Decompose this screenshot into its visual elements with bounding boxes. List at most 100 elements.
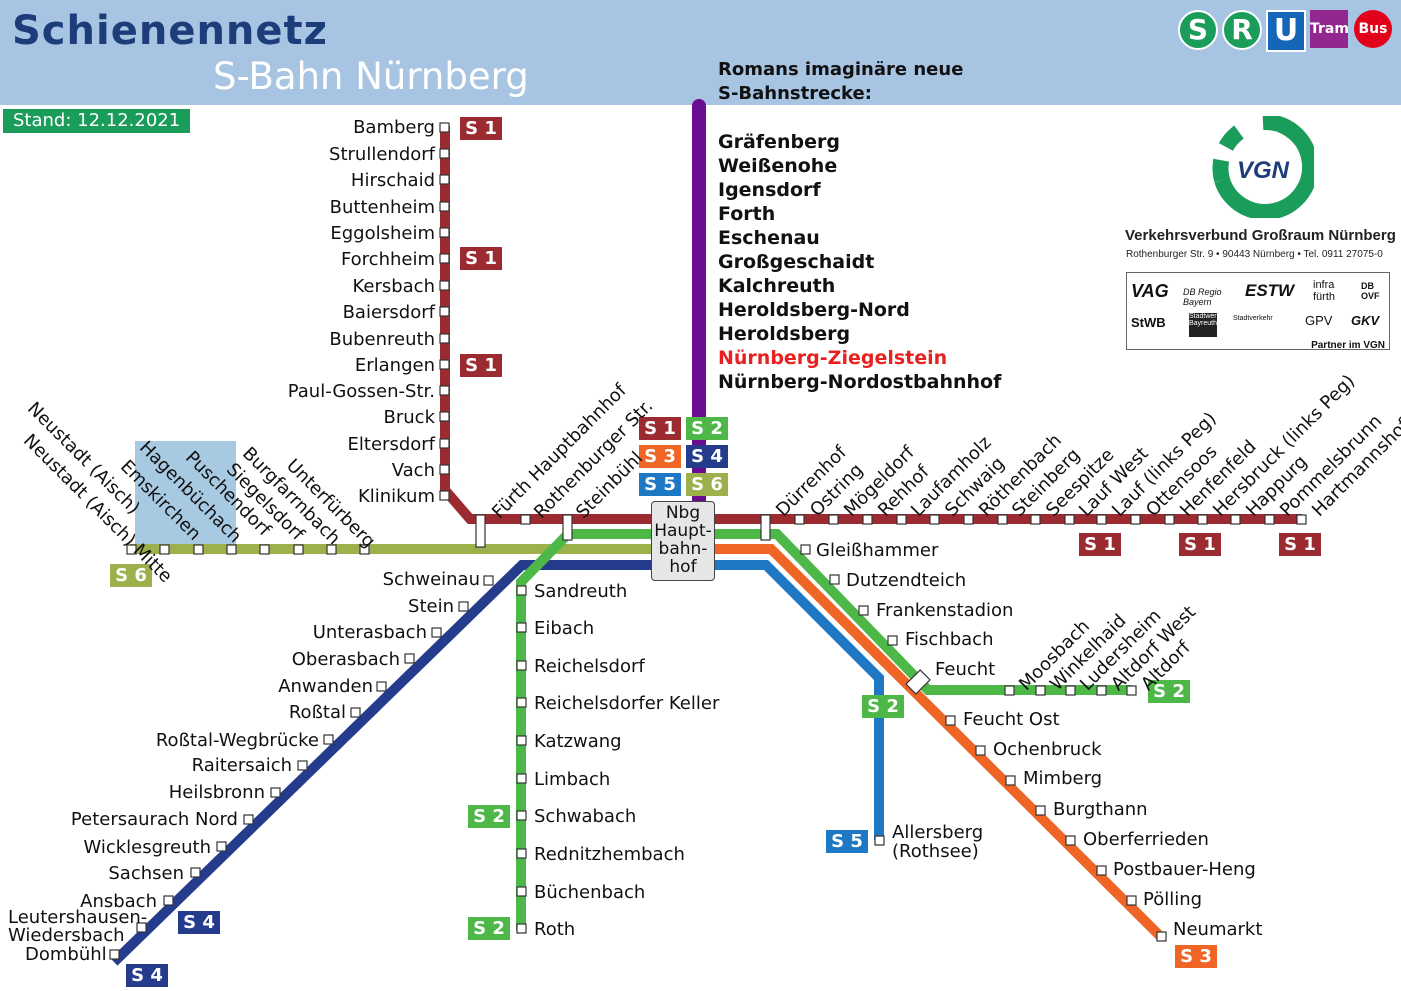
partner-stadtverkehr: Stadtverkehr [1233, 315, 1273, 322]
station-label: Roßtal [288, 702, 346, 723]
station-label: Büchenbach [534, 882, 646, 903]
page-subtitle: S-Bahn Nürnberg [213, 55, 529, 98]
vgn-name: Verkehrsverbund Großraum Nürnberg [1125, 227, 1396, 244]
proposal-station-highlight: Nürnberg-Ziegelstein [718, 347, 948, 369]
station-label: Schwabach [534, 806, 637, 827]
proposal-station: Gräfenberg [718, 131, 840, 153]
badge-s5: S 5 [826, 830, 868, 853]
station-label: Stein [408, 596, 454, 617]
station-label: Dutzendteich [846, 570, 967, 591]
hub-line2: Haupt- [654, 521, 712, 541]
station-label: Oberferrieden [1083, 829, 1209, 850]
station-label: Eibach [534, 618, 595, 639]
station-label: Paul-Gossen-Str. [287, 381, 435, 402]
badge-s3: S 3 [639, 445, 681, 468]
proposal-station: Igensdorf [718, 179, 821, 201]
station-label: Limbach [534, 769, 611, 790]
station-label: Postbauer-Heng [1113, 859, 1256, 880]
station-label: (Rothsee) [892, 841, 979, 862]
station-markers [109, 122, 1307, 960]
station-label: Bruck [383, 407, 435, 428]
station-label: Eltersdorf [347, 434, 435, 455]
badge-s1: S 1 [639, 417, 681, 440]
station-label: Raitersaich [191, 755, 292, 776]
station-label: Buttenheim [329, 197, 435, 218]
station-label: Wiedersbach [8, 925, 125, 946]
station-label: Sandreuth [534, 581, 628, 602]
station-label: Feucht Ost [963, 709, 1060, 730]
station-label: Bamberg [353, 117, 435, 138]
partner-stadtwerke: Stadtwerke Bayreuth [1189, 313, 1217, 337]
station-label: Forchheim [340, 249, 435, 270]
proposal-block: Romans imaginäre neue S-Bahnstrecke: Grä… [718, 58, 1001, 394]
partner-stwb: StWB [1131, 315, 1166, 330]
badge-s3: S 3 [1175, 945, 1217, 968]
line-s2-east [715, 529, 1132, 695]
proposal-station: Weißenohe [718, 155, 838, 177]
station-label: Heilsbronn [168, 782, 265, 803]
station-label: Erlangen [354, 355, 435, 376]
badge-s6: S 6 [110, 564, 152, 587]
vgn-logo: VGN [1212, 113, 1319, 220]
proposal-heading: S-Bahnstrecke: [718, 83, 872, 104]
partner-gpv: GPV [1305, 313, 1333, 328]
station-label: Pölling [1143, 889, 1203, 910]
badge-s2: S 2 [1148, 680, 1190, 703]
hub-line3: bahn- [658, 539, 708, 559]
badge-s1: S 1 [460, 247, 502, 270]
station-label: Eggolsheim [330, 223, 435, 244]
station-label: Leutershausen- [8, 907, 148, 928]
badge-s4: S 4 [686, 445, 728, 468]
station-label: Schweinau [382, 569, 480, 590]
badge-s1: S 1 [1079, 533, 1121, 556]
station-label: Reichelsdorf [534, 656, 645, 677]
partner-label: Partner im VGN [1311, 340, 1385, 351]
vgn-logo-text: VGN [1237, 157, 1290, 184]
badge-s1: S 1 [460, 117, 502, 140]
station-label: Feucht [935, 659, 996, 680]
station-label: Oberasbach [291, 649, 400, 670]
station-label: Burgthann [1053, 799, 1148, 820]
badge-s2: S 2 [468, 917, 510, 940]
badge-s2: S 2 [862, 695, 904, 718]
tram-icon: Tram [1310, 10, 1349, 48]
badge-s4: S 4 [178, 911, 220, 934]
station-label: Wicklesgreuth [83, 837, 211, 858]
station-label: Mimberg [1023, 768, 1103, 789]
station-label: Anwanden [278, 676, 373, 697]
station-label: Fischbach [905, 629, 994, 650]
proposal-station: Großgeschaidt [718, 251, 875, 273]
station-label: Klinikum [357, 486, 435, 507]
highlight-box [135, 441, 236, 544]
station-label: Sachsen [108, 863, 184, 884]
mode-icons: S R U Tram Bus [1176, 8, 1396, 52]
badge-s5: S 5 [639, 473, 681, 496]
partner-gkv: GKV [1351, 313, 1380, 328]
regional-train-icon: R [1222, 10, 1262, 50]
station-label: Vach [391, 460, 435, 481]
partner-box: VAG DB Regio Bayern ESTW infra fürth DB … [1126, 272, 1390, 351]
badge-s1: S 1 [1279, 533, 1321, 556]
line-s5 [715, 560, 884, 840]
partner-db-regio: DB Regio Bayern [1183, 287, 1222, 307]
hub-line1: Nbg [665, 503, 701, 523]
bus-icon: Bus [1354, 10, 1392, 48]
proposal-station-list: Gräfenberg Weißenohe Igensdorf Forth Esc… [718, 130, 1001, 394]
partner-vag: VAG [1131, 281, 1169, 301]
station-label: Petersaurach Nord [70, 809, 238, 830]
badge-s6: S 6 [686, 473, 728, 496]
station-label: Rednitzhembach [534, 844, 685, 865]
header-band [0, 0, 1401, 105]
station-label: Roth [534, 919, 576, 940]
proposal-heading: Romans imaginäre neue [718, 59, 964, 80]
station-label: Reichelsdorfer Keller [534, 693, 720, 714]
station-label: Hirschaid [350, 170, 435, 191]
ubahn-icon: U [1266, 10, 1306, 52]
proposal-station: Kalchreuth [718, 275, 836, 297]
date-badge: Stand: 12.12.2021 [3, 109, 190, 133]
sbahn-icon: S [1178, 10, 1218, 50]
station-label: Katzwang [534, 731, 622, 752]
partner-estw: ESTW [1245, 281, 1295, 300]
station-label: Kersbach [352, 276, 435, 297]
